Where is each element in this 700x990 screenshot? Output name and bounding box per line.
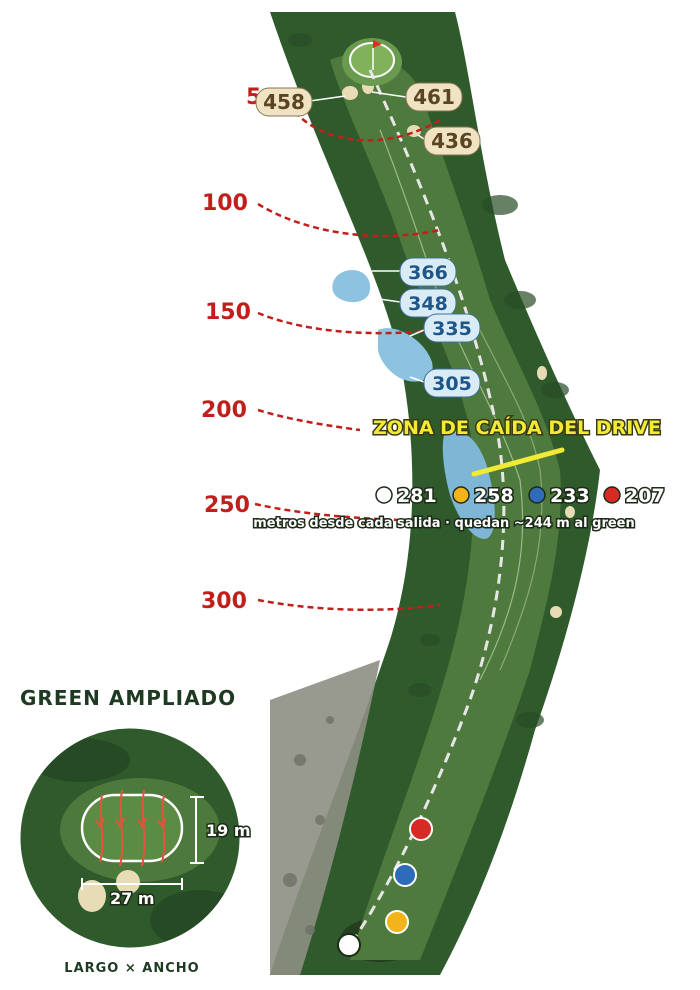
inset-bunker-left: [78, 880, 106, 912]
green-yardage-436: 436: [431, 129, 473, 153]
tee-marker-blue: [393, 863, 417, 887]
fairway-edge-line: [379, 129, 524, 681]
drive-zone-note: metros desde cada salida · quedan ~244 m…: [253, 516, 635, 531]
tee-marker-yellow: [385, 910, 409, 934]
water-yardage-348: 348: [408, 293, 448, 315]
inset-dimension-width: [81, 878, 183, 890]
water-yardage-tags: 366 348 335 305: [371, 257, 481, 398]
distance-label-150: 150: [205, 300, 251, 325]
tee-dot-red: [603, 486, 621, 504]
tee-marker-white: [337, 933, 361, 957]
rocky-area: [270, 660, 380, 975]
flag-icon: [373, 40, 382, 48]
green-inset: [20, 728, 240, 948]
bunkers: [342, 78, 575, 618]
inset-depth-label: 19 m: [206, 821, 251, 840]
fairway-edge-line-right: [479, 329, 543, 671]
water-pond-small: [332, 270, 371, 303]
tee-distance-blue: 233: [550, 485, 590, 507]
distance-label-200: 200: [201, 398, 247, 423]
tee-dot-blue: [528, 486, 546, 504]
tee-dot-white: [375, 486, 393, 504]
green-yardage-tags: 458 461 436: [255, 82, 481, 156]
distance-label-250: 250: [204, 493, 250, 518]
rough-corridor: [270, 12, 600, 975]
tee-dot-yellow: [452, 486, 470, 504]
water-yardage-366: 366: [408, 262, 448, 284]
drive-zone-title: ZONA DE CAÍDA DEL DRIVE: [373, 416, 661, 439]
distance-labels: 5 100 150 200 250 300: [201, 85, 261, 614]
water-yardage-305: 305: [432, 373, 472, 395]
drive-zone-marker: [471, 447, 565, 477]
rough-texture: [288, 33, 569, 728]
inset-caption: LARGO × ANCHO: [64, 961, 199, 976]
tee-distance-white: 281: [397, 485, 437, 507]
distance-label-100: 100: [202, 191, 248, 216]
fairway: [330, 54, 561, 960]
rocky-texture: [283, 716, 334, 935]
inset-width-label: 27 m: [110, 889, 155, 908]
inset-border: [19, 727, 241, 949]
inset-bunker-right: [116, 870, 140, 894]
tee-distance-red: 207: [625, 485, 665, 507]
inset-title: GREEN AMPLIADO: [20, 686, 236, 710]
water-yardage-335: 335: [432, 318, 472, 340]
tee-marker-red: [409, 817, 433, 841]
tee-distance-row: 281 258 233 207: [375, 484, 666, 509]
tee-markers: [337, 817, 433, 957]
green-yardage-461: 461: [413, 85, 455, 109]
green-yardage-458: 458: [263, 90, 305, 114]
inset-slope-arrows: [95, 789, 167, 867]
water-lake: [442, 429, 495, 539]
inset-dimension-depth: [190, 796, 204, 864]
tee-distance-yellow: 258: [474, 485, 514, 507]
inset-green: [80, 793, 184, 863]
distance-arcs: [254, 111, 441, 611]
distance-label-300: 300: [201, 589, 247, 614]
water-pond-mid: [378, 328, 433, 382]
